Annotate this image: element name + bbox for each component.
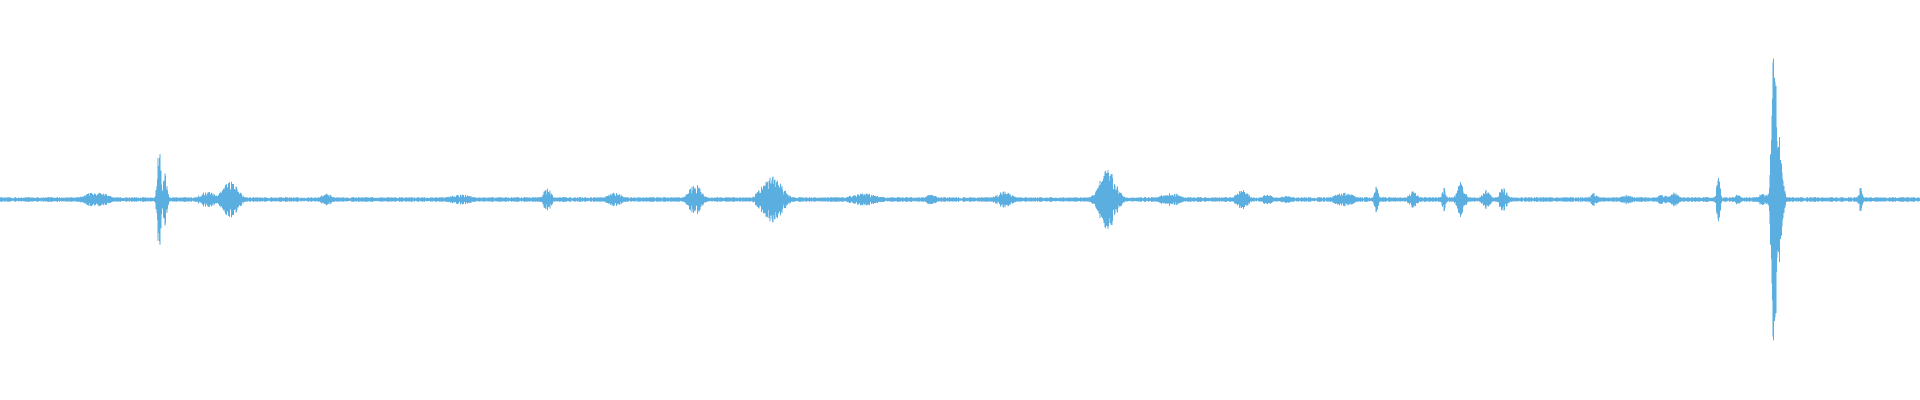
waveform-trace <box>0 58 1920 341</box>
